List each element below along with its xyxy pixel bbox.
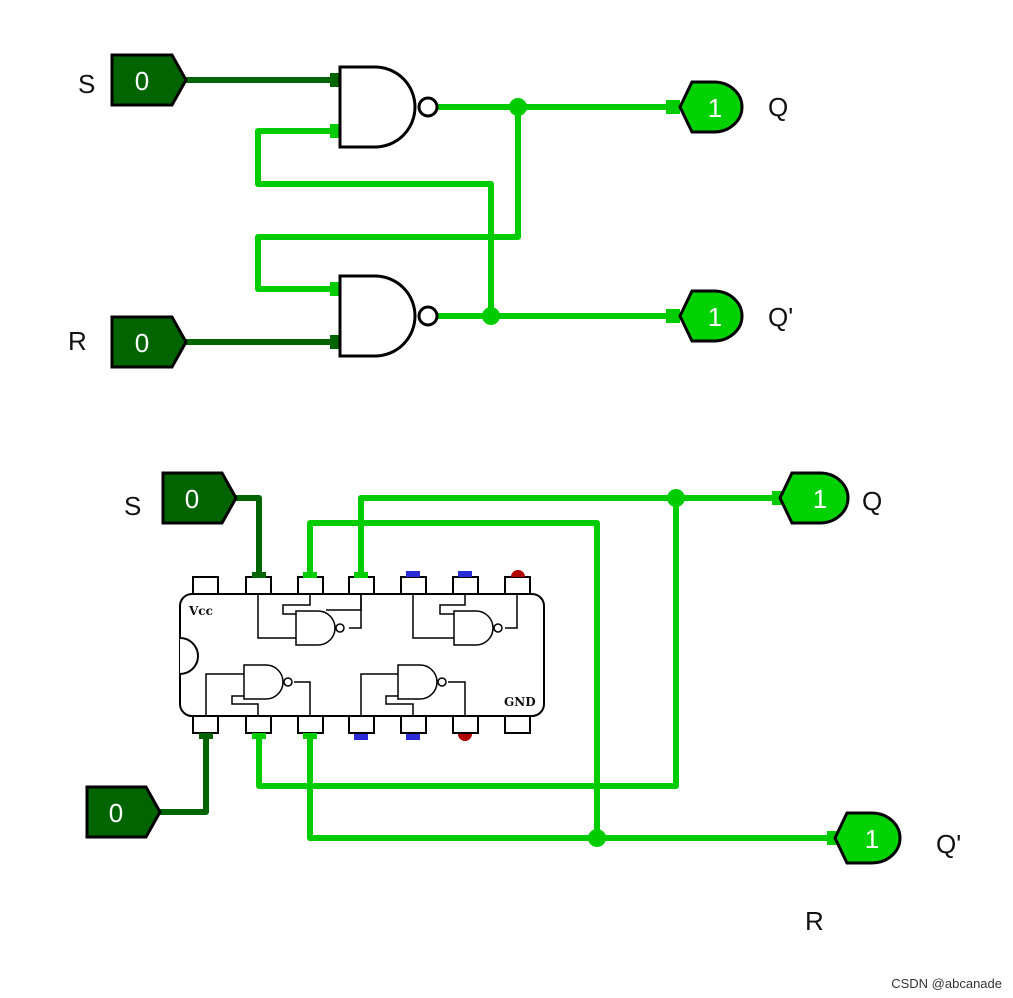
- chip-vcc-label: Vcc: [188, 604, 213, 618]
- chip-7400: Vcc GND: [179, 570, 545, 741]
- output-q-led: 1: [678, 80, 744, 134]
- nand-gate-bottom: [338, 274, 439, 358]
- output-qbar-led: 1: [833, 811, 902, 865]
- input-r-value: 0: [109, 798, 123, 828]
- input-r-value: 0: [135, 328, 149, 358]
- output-q-label: Q: [768, 92, 788, 122]
- junction-dot: [482, 307, 500, 325]
- bottom-chip-circuit: Vcc GND: [85, 471, 961, 936]
- wire-bottom-q-down: [256, 498, 679, 789]
- output-qbar-label: Q': [768, 302, 793, 332]
- wire-top-q-feedback: [255, 107, 521, 292]
- junction-dot: [588, 829, 606, 847]
- chip-bottom-pins: [192, 715, 531, 734]
- wire-bottom-qbar-up: [307, 520, 600, 838]
- output-qbar-led: 1: [678, 289, 744, 343]
- output-q-label: Q: [862, 486, 882, 516]
- chip-internal-gates: [243, 610, 503, 700]
- output-q-value: 1: [813, 484, 827, 514]
- chip-internal-wiring: [205, 594, 518, 716]
- junction-dot: [509, 98, 527, 116]
- stray-r-label: R: [805, 906, 824, 936]
- nand-gate-top: [338, 65, 439, 149]
- wire-bottom-q-line: [358, 495, 780, 578]
- input-r-toggle[interactable]: 0: [85, 785, 162, 839]
- output-q-value: 1: [708, 93, 722, 123]
- top-sr-latch: S 0 R 0 1 Q 1 Q': [68, 53, 793, 369]
- input-s-toggle[interactable]: 0: [161, 471, 238, 525]
- junction-dot: [667, 489, 685, 507]
- input-s-label: S: [124, 491, 141, 521]
- input-s-value: 0: [185, 484, 199, 514]
- watermark-text: CSDN @abcanade: [891, 976, 1002, 991]
- wire-top-qbar-feedback: [255, 128, 494, 316]
- input-r-label: R: [68, 326, 87, 356]
- output-q-led: 1: [778, 471, 850, 525]
- input-s-value: 0: [135, 66, 149, 96]
- wire-bottom-qbar-line: [307, 730, 835, 841]
- chip-gnd-label: GND: [504, 695, 536, 709]
- wire-bottom-s-in: [232, 495, 262, 578]
- output-qbar-label: Q': [936, 829, 961, 859]
- input-r-toggle[interactable]: 0: [110, 315, 188, 369]
- output-qbar-value: 1: [865, 824, 879, 854]
- output-qbar-value: 1: [708, 302, 722, 332]
- input-s-label: S: [78, 69, 95, 99]
- chip-top-pins: [192, 576, 531, 595]
- input-s-toggle[interactable]: 0: [110, 53, 188, 107]
- wire-bottom-r-in: [155, 730, 209, 815]
